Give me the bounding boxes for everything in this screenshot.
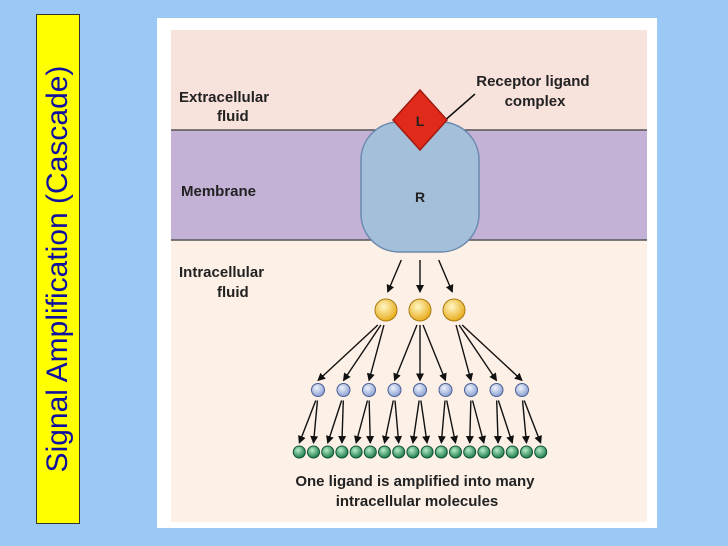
level2-molecule [438, 383, 453, 397]
cascade-arrow [366, 324, 385, 382]
cascade-arrow [342, 324, 382, 382]
level3-molecule [392, 445, 406, 459]
level2-molecule [387, 383, 402, 397]
cascade-arrow [438, 259, 454, 293]
level3-molecule [477, 445, 491, 459]
level1-molecule [442, 298, 466, 322]
cascade-arrow [409, 400, 420, 444]
cascade-group [292, 259, 548, 459]
level3-molecule [463, 445, 477, 459]
slide-title: Signal Amplification (Cascade) [41, 65, 74, 473]
ligand [391, 88, 449, 152]
cascade-arrow [386, 259, 402, 293]
intracellular-region [171, 240, 647, 522]
cascade-arrow [493, 400, 502, 444]
cascade-arrow [298, 400, 317, 444]
cascade-arrow [382, 400, 394, 444]
level2-molecule [311, 383, 325, 397]
receptor-label: R [415, 189, 425, 205]
complex-pointer-line [442, 93, 476, 123]
level3-molecule [307, 445, 320, 459]
level2-molecule [362, 383, 376, 397]
extracellular-label: Extracellular fluid [179, 89, 273, 125]
level3-molecule [505, 445, 519, 459]
cascade-arrow [394, 400, 403, 444]
cascade-arrow [310, 400, 319, 444]
ligand-label: L [416, 113, 425, 129]
cascade-arrow [326, 400, 343, 444]
cascade-arrow [461, 324, 523, 382]
level3-molecule [420, 445, 434, 459]
level2-molecule [464, 383, 478, 397]
level3-molecule [406, 445, 420, 459]
intracellular-label: Intracellular fluid [179, 264, 268, 301]
level3-molecule [335, 445, 349, 459]
level3-molecule [449, 445, 462, 459]
cascade-arrow [465, 400, 474, 444]
cascade-arrow [437, 400, 446, 444]
cascade-arrow [523, 400, 542, 444]
level3-molecule [520, 445, 533, 459]
level3-molecule [349, 445, 363, 459]
level2-molecule [413, 383, 427, 397]
receptor-complex-label: Receptor ligand complex [476, 73, 594, 110]
slide-title-banner: Signal Amplification (Cascade) [36, 14, 80, 524]
cascade-arrow [420, 400, 431, 444]
cascade-arrow [446, 400, 458, 444]
cascade-arrow [521, 400, 530, 444]
level1-molecule [408, 298, 432, 322]
level2-molecule [489, 383, 504, 397]
cascade-arrow [338, 400, 347, 444]
cascade-arrow [393, 324, 418, 382]
cascade-arrow [366, 400, 375, 444]
cascade-arrow [455, 324, 474, 382]
level3-molecule [321, 445, 335, 459]
cascade-arrow [317, 324, 379, 382]
level3-molecule [491, 445, 505, 459]
membrane-label: Membrane [181, 183, 256, 200]
level3-molecule [292, 445, 306, 459]
level3-molecule [378, 445, 391, 459]
level3-molecule [434, 445, 448, 459]
cascade-arrow [471, 400, 486, 444]
cascade-arrow [422, 324, 447, 382]
diagram-figure: Extracellular fluid Membrane Intracellul… [157, 18, 657, 528]
level3-molecule [534, 445, 548, 459]
level3-molecule [363, 445, 377, 459]
cascade-arrow [458, 324, 498, 382]
cascade-diagram: Extracellular fluid Membrane Intracellul… [171, 30, 647, 522]
cascade-arrow [497, 400, 514, 444]
level2-molecule [336, 383, 351, 397]
cascade-arrow [354, 400, 369, 444]
caption: One ligand is amplified into many intrac… [295, 473, 538, 510]
level2-molecule [515, 383, 529, 397]
level1-molecule [374, 298, 398, 322]
